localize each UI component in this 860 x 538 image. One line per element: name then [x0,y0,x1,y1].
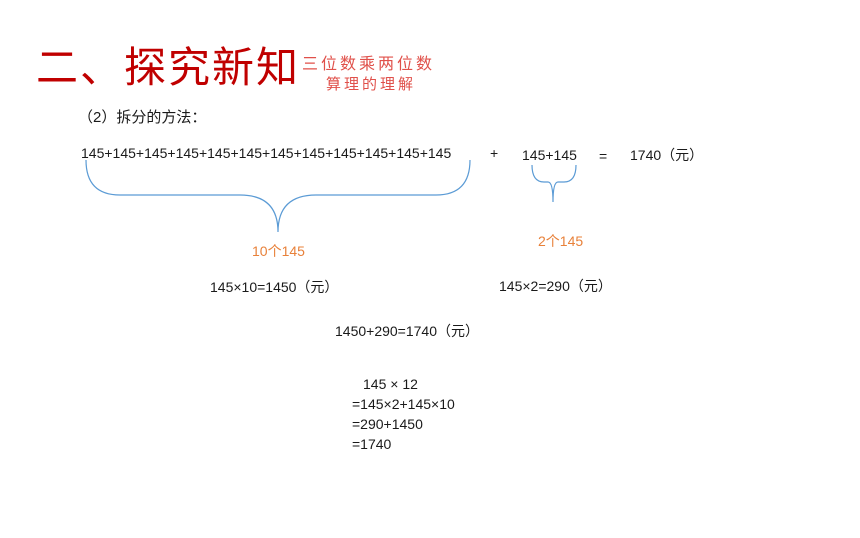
plus-sign: + [490,145,499,161]
brace-ten [85,159,471,233]
equals-sign: = [599,148,608,164]
subtitle-line-1: 三位数乘两位数 [302,54,436,73]
label-two-groups: 2个145 [538,233,584,249]
calc-ten: 145×10=1450（元） [210,279,339,295]
subtitle-line-2: 算理的理解 [326,75,417,93]
vertical-line-2: =145×2+145×10 [352,396,455,412]
brace-two [531,164,577,203]
section-heading: （2）拆分的方法： [78,109,207,126]
vertical-line-1: 145 × 12 [363,376,418,392]
long-sum: 145+145+145+145+145+145+145+145+145+145+… [81,145,452,161]
label-ten-groups: 10个145 [252,243,305,259]
total-calc: 1450+290=1740（元） [335,323,479,339]
vertical-line-4: =1740 [352,436,392,452]
short-sum: 145+145 [522,147,577,163]
page-title: 二、探究新知 [36,43,301,92]
vertical-line-3: =290+1450 [352,416,423,432]
calc-two: 145×2=290（元） [499,278,612,294]
sum-result: 1740（元） [630,147,704,163]
